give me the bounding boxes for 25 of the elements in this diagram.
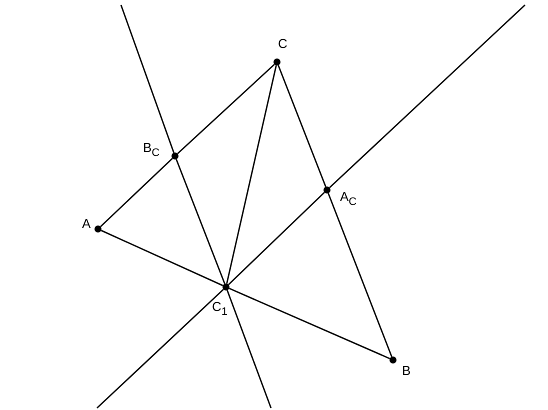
line-segment: [100, 230, 224, 286]
line-segment: [226, 65, 277, 284]
point: [390, 356, 396, 364]
line-segment: [228, 192, 325, 286]
line-segment: [177, 64, 275, 154]
line-segment: [176, 159, 226, 284]
line-segment: [228, 288, 390, 360]
point: [324, 186, 330, 194]
point-label: C: [278, 37, 288, 50]
line-segment: [226, 290, 272, 408]
point: [172, 152, 178, 160]
point-label: B: [402, 364, 411, 377]
line-segment: [329, 4, 526, 188]
line-segment: [278, 65, 326, 187]
line-segment: [120, 4, 174, 153]
point: [274, 58, 280, 66]
line-segment: [100, 158, 173, 228]
point: [222, 284, 230, 290]
line-segment: [96, 288, 224, 409]
line-segment: [328, 193, 392, 357]
point: [94, 226, 102, 232]
point-label: A$_{C}$: [340, 190, 357, 203]
point-label: C$_{1}$: [212, 300, 228, 313]
point-label: A: [82, 217, 91, 230]
point-label: B$_{C}$: [143, 141, 160, 154]
